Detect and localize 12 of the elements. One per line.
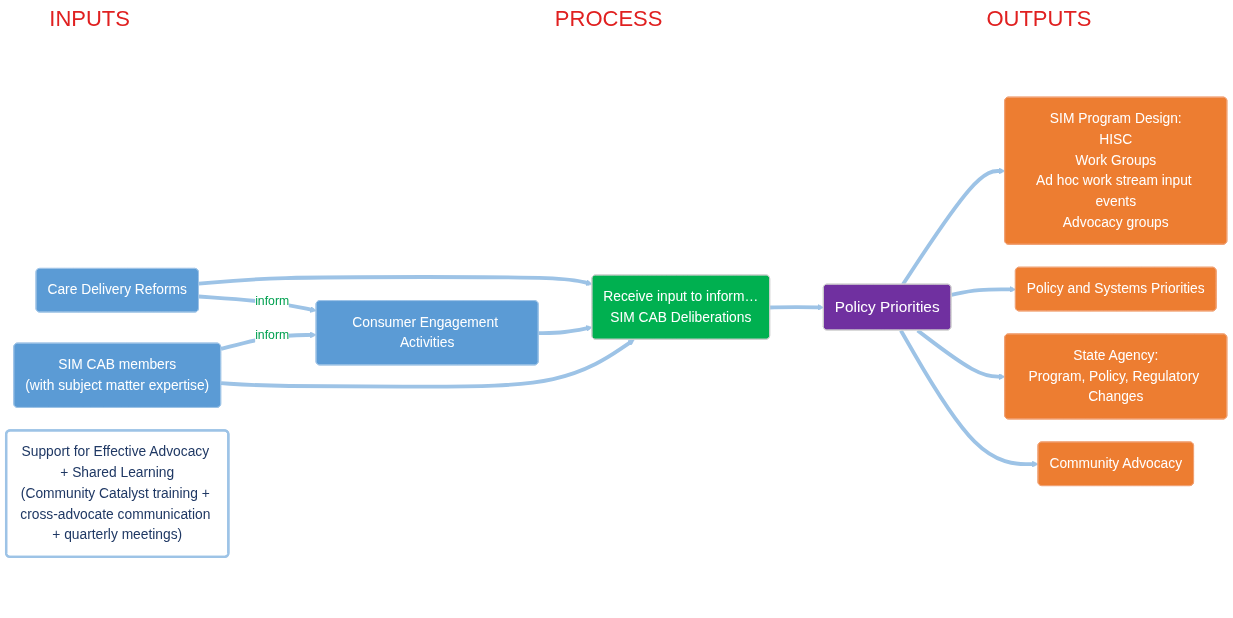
arrow xyxy=(220,339,635,389)
arrow xyxy=(538,325,593,336)
arrow xyxy=(901,167,1006,286)
edge-label: inform xyxy=(255,328,290,342)
section-heading: PROCESS xyxy=(554,6,663,32)
arrow xyxy=(770,304,824,311)
arrow xyxy=(951,286,1017,297)
arrow xyxy=(899,329,1039,468)
section-heading: INPUTS xyxy=(49,6,130,32)
arrow xyxy=(198,275,593,286)
edge-label: inform xyxy=(255,294,290,308)
section-heading: OUTPUTS xyxy=(986,6,1092,32)
